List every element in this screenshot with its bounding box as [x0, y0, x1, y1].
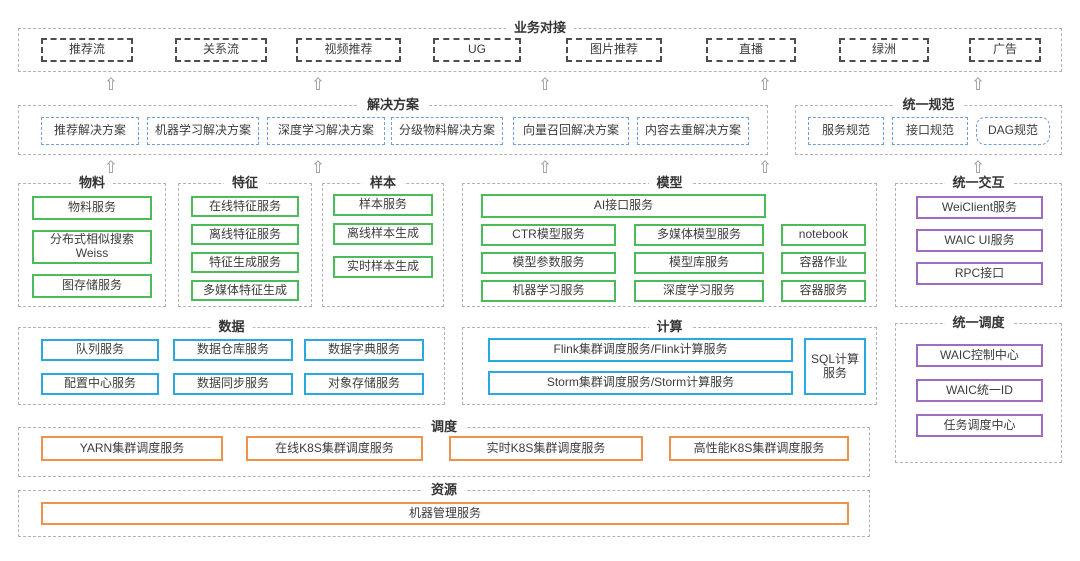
group-models-title: 模型 [648, 175, 691, 191]
diagram-node: 接口规范 [892, 117, 968, 145]
diagram-node: UG [433, 38, 521, 62]
group-data-title: 数据 [210, 319, 253, 335]
up-arrow-icon: ⇧ [970, 74, 986, 94]
group-resources: 资源 机器管理服务 [18, 482, 870, 537]
diagram-node: 物料服务 [32, 196, 152, 220]
up-arrow-icon: ⇧ [310, 157, 326, 177]
diagram-node: 队列服务 [41, 339, 159, 361]
up-arrow-icon: ⇧ [970, 157, 986, 177]
diagram-node: CTR模型服务 [481, 224, 616, 246]
group-samples: 样本 样本服务 离线样本生成 实时样本生成 [322, 175, 444, 307]
diagram-node: 特征生成服务 [191, 252, 299, 273]
diagram-node: 实时K8S集群调度服务 [449, 436, 643, 461]
diagram-node: 广告 [969, 38, 1041, 62]
group-solutions-title: 解决方案 [358, 97, 428, 113]
diagram-node: 高性能K8S集群调度服务 [669, 436, 849, 461]
diagram-node: YARN集群调度服务 [41, 436, 223, 461]
diagram-node: Storm集群调度服务/Storm计算服务 [488, 371, 793, 395]
diagram-node: 对象存储服务 [304, 373, 424, 395]
group-scheduling-title: 调度 [422, 419, 466, 435]
diagram-node: 配置中心服务 [41, 373, 159, 395]
diagram-node: 分布式相似搜索Weiss [32, 230, 152, 264]
group-samples-title: 样本 [361, 175, 405, 191]
diagram-node: 机器学习解决方案 [147, 117, 259, 145]
group-resources-title: 资源 [422, 482, 466, 498]
diagram-node: SQL计算服务 [804, 338, 866, 395]
group-features: 特征 在线特征服务 离线特征服务 特征生成服务 多媒体特征生成 [178, 175, 312, 307]
diagram-node: 实时样本生成 [333, 256, 433, 278]
diagram-node: 离线特征服务 [191, 224, 299, 245]
diagram-node: 容器服务 [781, 280, 866, 302]
diagram-node: 推荐流 [41, 38, 133, 62]
group-business-title: 业务对接 [505, 20, 575, 36]
group-materials-title: 物料 [70, 175, 114, 191]
group-data: 数据 队列服务 数据仓库服务 数据字典服务 配置中心服务 数据同步服务 对象存储… [18, 319, 445, 405]
diagram-node: 多媒体模型服务 [634, 224, 764, 246]
diagram-node: 模型参数服务 [481, 252, 616, 274]
diagram-node: 直播 [706, 38, 796, 62]
diagram-node: WeiClient服务 [916, 196, 1043, 219]
diagram-node: AI接口服务 [481, 194, 766, 218]
diagram-node: 在线特征服务 [191, 196, 299, 217]
diagram-node: 多媒体特征生成 [191, 280, 299, 301]
diagram-node: 图片推荐 [566, 38, 662, 62]
group-interaction: 统一交互 WeiClient服务 WAIC UI服务 RPC接口 [895, 175, 1062, 307]
group-features-title: 特征 [223, 175, 267, 191]
diagram-node: 离线样本生成 [333, 223, 433, 245]
up-arrow-icon: ⇧ [103, 74, 119, 94]
diagram-node: 数据仓库服务 [173, 339, 293, 361]
diagram-node: 向量召回解决方案 [513, 117, 629, 145]
diagram-node: 关系流 [175, 38, 267, 62]
group-materials: 物料 物料服务 分布式相似搜索Weiss 图存储服务 [18, 175, 166, 307]
diagram-node: notebook [781, 224, 866, 246]
diagram-node: 数据字典服务 [304, 339, 424, 361]
diagram-node: 深度学习服务 [634, 280, 764, 302]
diagram-node: 数据同步服务 [173, 373, 293, 395]
up-arrow-icon: ⇧ [757, 74, 773, 94]
diagram-node: 分级物料解决方案 [391, 117, 503, 145]
diagram-node: 视频推荐 [296, 38, 401, 62]
group-unified-scheduling: 统一调度 WAIC控制中心 WAIC统一ID 任务调度中心 [895, 315, 1062, 463]
group-scheduling: 调度 YARN集群调度服务 在线K8S集群调度服务 实时K8S集群调度服务 高性… [18, 419, 870, 477]
group-models: 模型 AI接口服务 CTR模型服务 多媒体模型服务 notebook 模型参数服… [462, 175, 877, 307]
group-compute-title: 计算 [648, 319, 691, 335]
diagram-node: 机器管理服务 [41, 502, 849, 525]
diagram-node: 机器学习服务 [481, 280, 616, 302]
diagram-node: 模型库服务 [634, 252, 764, 274]
diagram-node: 任务调度中心 [916, 414, 1043, 437]
diagram-node: WAIC控制中心 [916, 344, 1043, 367]
diagram-node: 推荐解决方案 [41, 117, 139, 145]
group-interaction-title: 统一交互 [944, 175, 1013, 191]
diagram-node: 绿洲 [839, 38, 929, 62]
diagram-node: 图存储服务 [32, 274, 152, 298]
group-compute: 计算 Flink集群调度服务/Flink计算服务 Storm集群调度服务/Sto… [462, 319, 877, 405]
up-arrow-icon: ⇧ [103, 157, 119, 177]
group-business: 业务对接 推荐流 关系流 视频推荐 UG 图片推荐 直播 绿洲 广告 [18, 20, 1062, 72]
group-standards-title: 统一规范 [894, 97, 963, 113]
up-arrow-icon: ⇧ [757, 157, 773, 177]
diagram-node: 样本服务 [333, 194, 433, 216]
diagram-node: 内容去重解决方案 [637, 117, 749, 145]
diagram-node: DAG规范 [976, 117, 1050, 145]
diagram-node: 容器作业 [781, 252, 866, 274]
diagram-node: 在线K8S集群调度服务 [246, 436, 423, 461]
diagram-node: WAIC统一ID [916, 379, 1043, 402]
up-arrow-icon: ⇧ [537, 157, 553, 177]
diagram-node: WAIC UI服务 [916, 229, 1043, 252]
group-unified-scheduling-title: 统一调度 [944, 315, 1013, 331]
group-solutions: 解决方案 推荐解决方案 机器学习解决方案 深度学习解决方案 分级物料解决方案 向… [18, 97, 768, 155]
up-arrow-icon: ⇧ [310, 74, 326, 94]
diagram-node: RPC接口 [916, 262, 1043, 285]
diagram-node: 深度学习解决方案 [267, 117, 385, 145]
group-standards: 统一规范 服务规范 接口规范 DAG规范 [795, 97, 1062, 155]
diagram-node: 服务规范 [808, 117, 884, 145]
diagram-node: Flink集群调度服务/Flink计算服务 [488, 338, 793, 362]
up-arrow-icon: ⇧ [537, 74, 553, 94]
